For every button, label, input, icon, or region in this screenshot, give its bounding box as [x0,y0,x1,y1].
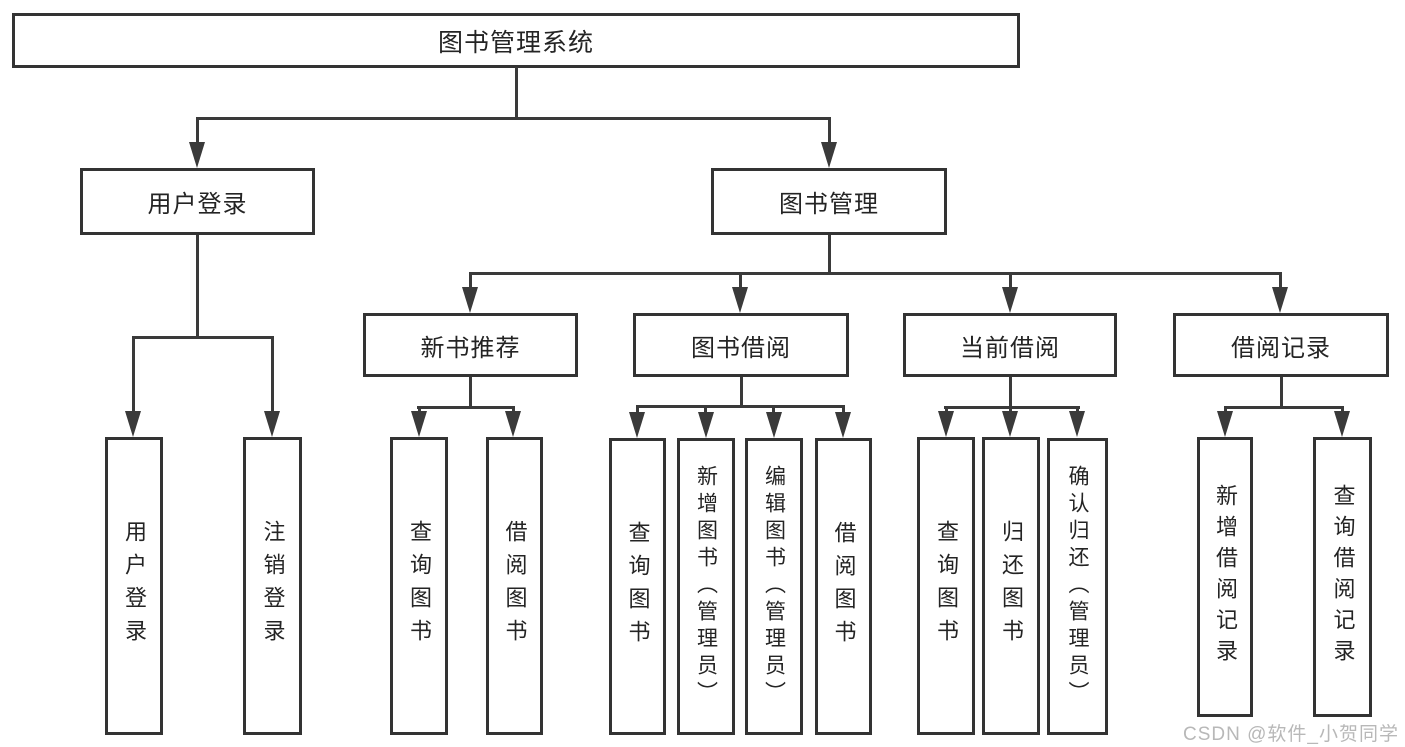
connector-current-rail [944,406,1080,409]
connector-current-stem [1009,377,1012,409]
node-current-borrow-label: 当前借阅 [960,334,1060,362]
node-query-book-under-current: 查询图书 [917,437,975,735]
node-user-login-leaf: 用户登录 [105,437,163,735]
connector-drop-borrow-records [1279,274,1282,290]
connector-borrow-stem [740,377,743,408]
node-query-borrow-record: 查询借阅记录 [1313,437,1372,717]
connector-records-stem [1280,377,1283,408]
arrow-down-icon [125,411,141,437]
connector-drop-leaf [704,407,707,415]
connector-newbook-stem [469,377,472,409]
node-library-system-label: 图书管理系统 [437,28,594,57]
node-return-book: 归还图书 [982,437,1040,735]
node-new-book-recommend-label: 新书推荐 [420,334,521,362]
arrow-down-icon [264,411,280,437]
arrow-down-icon [1272,287,1288,313]
connector-drop-login-leaf [132,338,135,412]
node-query-book-under-borrow: 查询图书 [609,438,666,735]
csdn-watermark: CSDN @软件_小贺同学 [1183,724,1399,745]
connector-mgmt-stem [828,235,831,275]
connector-newbook-rail [417,406,515,409]
node-current-borrow: 当前借阅 [903,313,1117,377]
connector-records-rail [1224,406,1344,409]
arrow-down-icon [938,411,954,437]
arrow-down-icon [1069,411,1085,437]
connector-user-stem [196,235,199,338]
connector-user-rail [132,336,274,339]
node-confirm-return-admin: 确认归还（管理员） [1047,438,1108,735]
node-book-management: 图书管理 [711,168,947,235]
arrow-down-icon [462,287,478,313]
arrow-down-icon [1334,411,1350,437]
node-add-borrow-record: 新增借阅记录 [1197,437,1253,717]
arrow-down-icon [189,142,205,168]
connector-drop-logout-leaf [271,338,274,412]
node-query-book-under-newbook: 查询图书 [390,437,448,735]
node-user-login-leaf-label: 用户登录 [122,520,147,652]
node-book-borrow-label: 图书借阅 [691,334,791,362]
connector-drop-current-borrow [1009,274,1012,290]
connector-borrow-rail [636,405,845,408]
node-add-book-admin-label: 新增图书（管理员） [694,465,718,708]
node-borrow-records: 借阅记录 [1173,313,1389,377]
arrow-down-icon [629,412,645,438]
node-query-borrow-record-label: 查询借阅记录 [1330,484,1356,670]
node-book-borrow: 图书借阅 [633,313,849,377]
arrow-down-icon [1217,411,1233,437]
node-user-login-branch: 用户登录 [80,168,315,235]
node-edit-book-admin: 编辑图书（管理员） [745,438,803,735]
node-edit-book-admin-label: 编辑图书（管理员） [762,465,786,708]
connector-mgmt-rail [469,272,1282,275]
connector-drop-leaf [842,407,845,415]
node-return-book-label: 归还图书 [999,520,1024,652]
arrow-down-icon [1002,411,1018,437]
arrow-down-icon [766,412,782,438]
node-confirm-return-admin-label: 确认归还（管理员） [1066,465,1089,708]
node-borrow-book-label: 借阅图书 [502,520,528,652]
arrow-down-icon [411,411,427,437]
node-borrow-book-label: 借阅图书 [831,520,857,653]
node-borrow-records-label: 借阅记录 [1231,334,1331,362]
connector-drop-leaf [772,407,775,415]
connector-drop-new-book [469,274,472,290]
connector-drop-user-login [196,119,199,146]
node-borrow-book-under-newbook: 借阅图书 [486,437,543,735]
node-add-borrow-record-label: 新增借阅记录 [1213,484,1238,670]
node-library-system: 图书管理系统 [12,13,1020,68]
arrow-down-icon [505,411,521,437]
node-logout-leaf: 注销登录 [243,437,302,735]
node-new-book-recommend: 新书推荐 [363,313,578,377]
node-user-login-branch-label: 用户登录 [147,191,248,218]
connector-drop-book-borrow [739,274,742,290]
arrow-down-icon [835,412,851,438]
connector-root-stem [515,67,518,120]
node-book-management-label: 图书管理 [779,191,879,218]
node-query-book-label: 查询图书 [407,520,432,652]
node-borrow-book-under-borrow: 借阅图书 [815,438,872,735]
connector-drop-book-mgmt [828,119,831,146]
connector-drop-leaf [636,407,639,415]
node-query-book-label: 查询图书 [625,520,651,653]
arrow-down-icon [821,142,837,168]
arrow-down-icon [1002,287,1018,313]
node-query-book-label: 查询图书 [934,520,959,652]
arrow-down-icon [698,412,714,438]
arrow-down-icon [732,287,748,313]
connector-root-rail [196,117,831,120]
node-add-book-admin: 新增图书（管理员） [677,438,735,735]
node-logout-leaf-label: 注销登录 [260,520,286,652]
